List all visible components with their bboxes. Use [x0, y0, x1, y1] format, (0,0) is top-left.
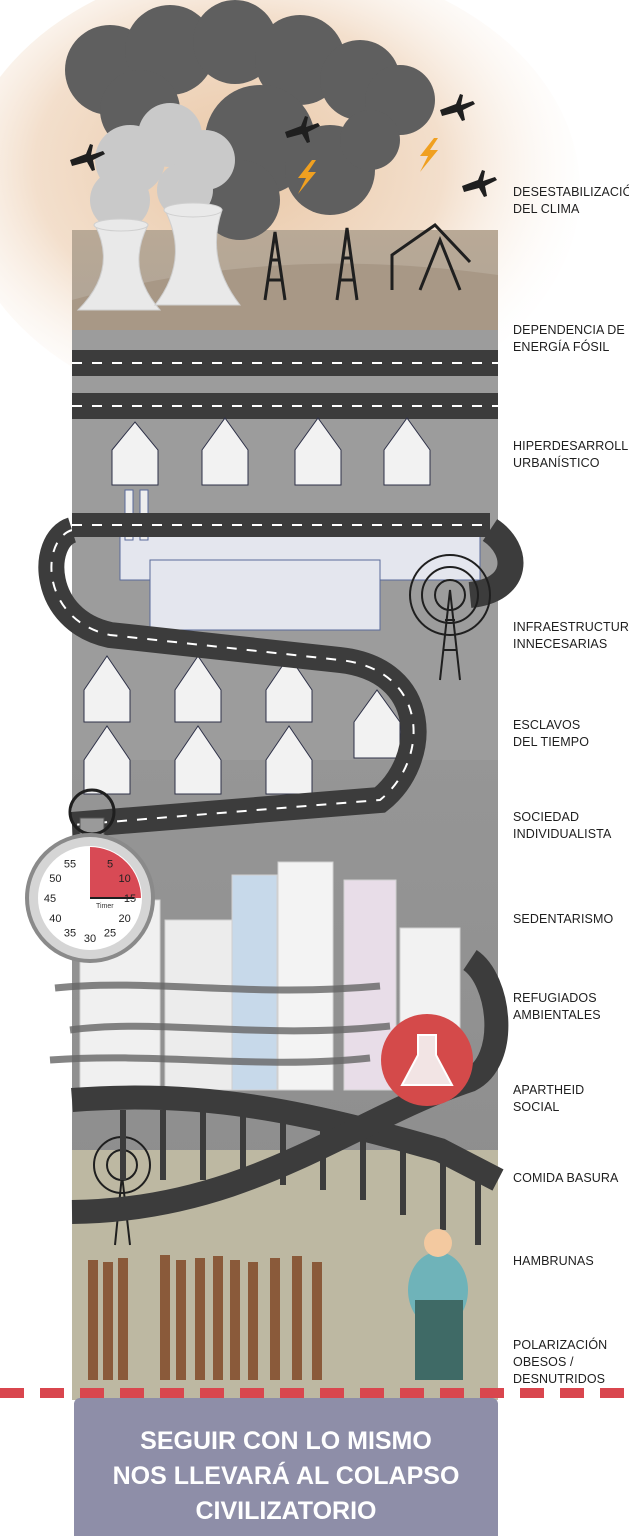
label-refugiados: REFUGIADOS AMBIENTALES: [513, 991, 601, 1022]
label-sociedad: SOCIEDAD INDIVIDUALISTA: [513, 810, 612, 841]
highways: [72, 350, 498, 419]
timer-number: 5: [107, 858, 113, 870]
flask-icon: [400, 1034, 454, 1086]
smoke-clouds: [65, 0, 435, 240]
timer-elapsed-wedge: [90, 847, 141, 898]
label-dependencia: DEPENDENCIA DE ENERGÍA FÓSIL: [513, 323, 625, 354]
radio-towers: [93, 554, 491, 1246]
label-comida: COMIDA BASURA: [513, 1171, 619, 1185]
cooling-towers: [76, 202, 242, 311]
timer-number: 15: [124, 893, 136, 905]
footer-message: SEGUIR CON LO MISMO NOS LLEVARÁ AL COLAP…: [112, 1427, 460, 1525]
obese-person: [408, 1229, 468, 1380]
label-desestabilizacion: DESESTABILIZACIÓN DEL CLIMA: [513, 185, 629, 216]
starving-people: [88, 1255, 322, 1380]
timer-number: 55: [64, 858, 76, 870]
footer-banner: [74, 1398, 498, 1536]
timer-number: 20: [118, 913, 130, 925]
label-polarizacion: POLARIZACIÓN OBESOS / DESNUTRIDOS: [513, 1338, 608, 1386]
oil-derricks: [263, 223, 472, 301]
timer-number: 45: [44, 893, 56, 905]
airplane-icons: [70, 94, 497, 197]
label-esclavos: ESCLAVOS DEL TIEMPO: [513, 718, 590, 749]
houses: [83, 417, 431, 795]
timer-number: 10: [118, 873, 130, 885]
timer-number: 35: [64, 928, 76, 940]
timer-number: 40: [49, 913, 61, 925]
timer-number: 50: [49, 873, 61, 885]
winding-road: [38, 517, 524, 838]
timer-number: 25: [104, 928, 116, 940]
timer-label: Timer: [96, 903, 114, 910]
timer-number: 30: [84, 933, 96, 945]
smog-streaks: [49, 981, 391, 1066]
label-hambrunas: HAMBRUNAS: [513, 1254, 594, 1268]
label-sedentarismo: SEDENTARISMO: [513, 912, 614, 926]
label-hiperdesarrollo: HIPERDESARROLLO URBANÍSTICO: [513, 439, 629, 470]
factories: [119, 489, 481, 631]
label-apartheid: APARTHEID SOCIAL: [513, 1083, 585, 1114]
label-infraestructuras: INFRAESTRUCTURAS INNECESARIAS: [513, 620, 629, 651]
highway-pillars: [120, 1110, 481, 1245]
lightning-icons: [298, 138, 438, 194]
